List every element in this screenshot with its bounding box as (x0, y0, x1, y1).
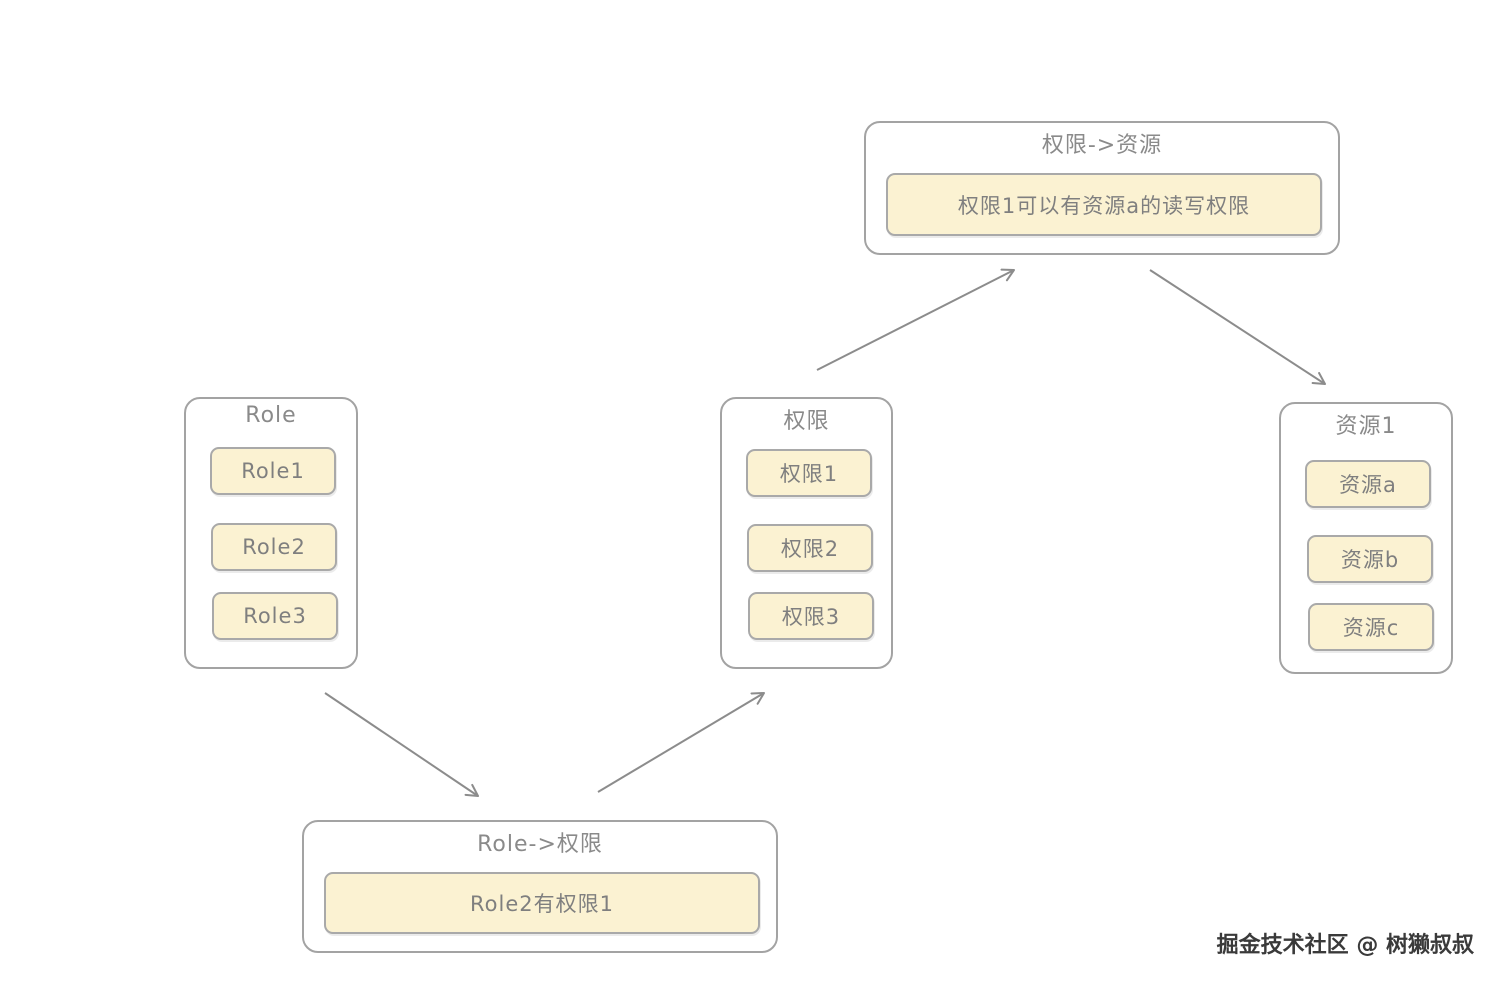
perm-res-group-title: 权限->资源 (1041, 133, 1163, 158)
res-item: 资源b (1307, 535, 1433, 583)
perm-group-title: 权限 (783, 409, 830, 434)
res-item: 资源c (1308, 603, 1434, 651)
perm-group: 权限 权限1 权限2 权限3 (720, 397, 893, 669)
role-perm-group-title: Role->权限 (477, 832, 603, 857)
res-group-title: 资源1 (1335, 414, 1397, 439)
role-item: Role3 (212, 592, 338, 640)
perm-item: 权限1 (746, 449, 872, 497)
role-item: Role2 (211, 523, 337, 571)
arrow-role-perm-to-perm (597, 692, 765, 793)
perm-res-item: 权限1可以有资源a的读写权限 (886, 173, 1322, 236)
role-perm-group: Role->权限 Role2有权限1 (302, 820, 778, 953)
res-item: 资源a (1305, 460, 1431, 508)
perm-item: 权限2 (747, 524, 873, 572)
arrow-perm-to-perm-res (816, 268, 1015, 371)
watermark: 掘金技术社区 @ 树獭叔叔 (1216, 933, 1474, 958)
role-group-title: Role (245, 403, 297, 428)
perm-res-group: 权限->资源 权限1可以有资源a的读写权限 (864, 121, 1340, 255)
res-group: 资源1 资源a 资源b 资源c (1279, 402, 1453, 674)
arrow-role-to-role-perm (324, 692, 479, 797)
role-item: Role1 (210, 447, 336, 495)
role-group: Role Role1 Role2 Role3 (184, 397, 358, 669)
perm-item: 权限3 (748, 592, 874, 640)
arrow-perm-res-to-res (1149, 269, 1326, 385)
role-perm-item: Role2有权限1 (324, 872, 760, 934)
